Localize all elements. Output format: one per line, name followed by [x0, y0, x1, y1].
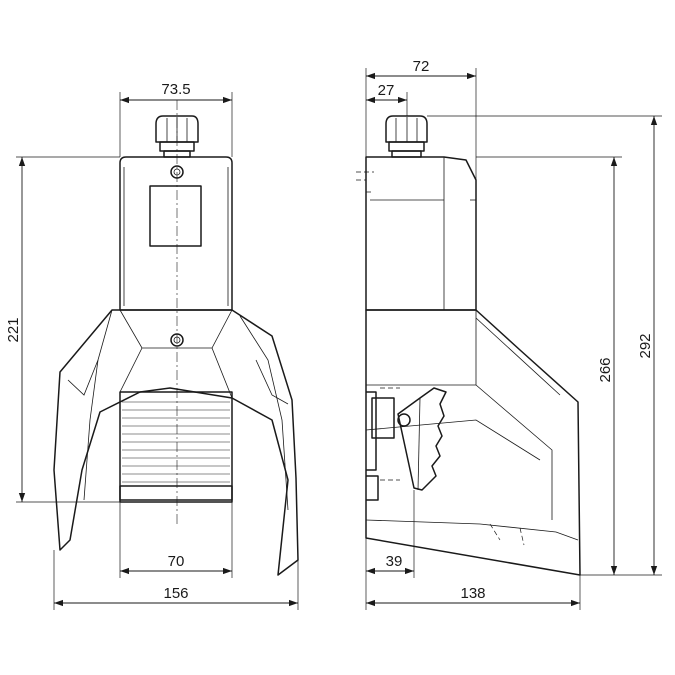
dimension-label: 221: [5, 317, 22, 342]
dimension-label: 27: [378, 82, 395, 99]
dimension-side-gland-offset: 27: [366, 82, 408, 116]
dimension-height-front: 221: [5, 156, 120, 503]
dimension-label: 156: [163, 585, 188, 602]
dimension-label: 73.5: [161, 81, 190, 98]
dimension-label: 138: [460, 585, 485, 602]
front-view: 73.5 221 70 156: [5, 81, 299, 610]
dimension-top-width-front: 73.5: [119, 81, 233, 157]
label-window: [149, 185, 202, 247]
dimension-side-pedal-offset: 39: [365, 490, 415, 578]
dimension-label: 39: [386, 553, 403, 570]
dimension-label: 266: [597, 357, 614, 382]
housing-side: [356, 156, 477, 311]
pedal-mechanism-side: [366, 387, 447, 501]
dimension-overall-width: 156: [53, 550, 299, 610]
dimension-side-top-width: 72: [365, 58, 477, 180]
dimension-overall-height: 292: [427, 115, 662, 576]
pedal-front: [119, 391, 233, 503]
dimension-height-side: 266: [476, 156, 622, 576]
dimension-pedal-width: 70: [119, 502, 233, 578]
cable-gland-side: [385, 115, 428, 158]
side-view: 72 27 266 292 39: [356, 58, 662, 610]
hood-side: [365, 309, 581, 576]
housing-front: [119, 156, 233, 311]
dimension-label: 70: [168, 553, 185, 570]
protective-hood-front: [53, 309, 299, 576]
dimension-label: 72: [413, 58, 430, 75]
dimension-overall-depth: 138: [365, 575, 581, 610]
dimension-label: 292: [637, 333, 654, 358]
